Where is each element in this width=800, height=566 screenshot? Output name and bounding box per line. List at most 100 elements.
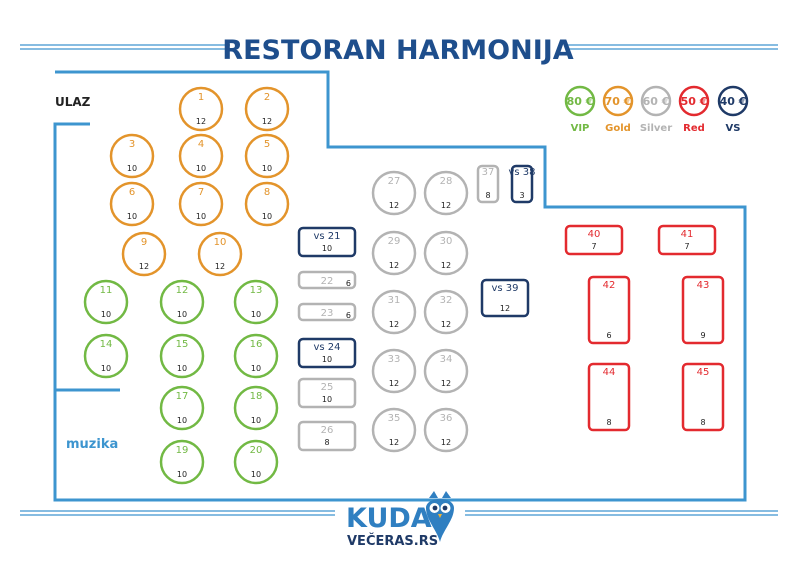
- table-43[interactable]: 439: [681, 275, 725, 345]
- table-seats: 12: [389, 438, 399, 447]
- table-outline: [371, 348, 417, 394]
- table-number: 11: [100, 285, 113, 296]
- table-32[interactable]: 32 12: [423, 289, 469, 335]
- table-number: 3: [129, 139, 135, 150]
- table-45[interactable]: 458: [681, 362, 725, 432]
- table-number: 10: [214, 237, 227, 248]
- table-number: 19: [176, 445, 189, 456]
- table-outline: [423, 348, 469, 394]
- table-seats: 12: [262, 117, 272, 126]
- table-9[interactable]: 912: [121, 231, 167, 277]
- table-10[interactable]: 10 12: [197, 231, 243, 277]
- table-seats: 12: [139, 262, 149, 271]
- brand-domain: VEČERAS.RS: [347, 533, 438, 549]
- table-outline: [681, 362, 725, 432]
- table-number: 34: [440, 354, 453, 365]
- table-seats: 10: [322, 244, 332, 253]
- legend-swatch: [678, 85, 710, 117]
- table-seats: 10: [177, 470, 187, 479]
- table-1[interactable]: 112: [178, 86, 224, 132]
- table-outline: [587, 275, 631, 345]
- table-seats: 8: [606, 418, 611, 427]
- table-vs38[interactable]: vs 383: [508, 164, 536, 204]
- table-outline: [423, 407, 469, 453]
- table-seats: 12: [441, 320, 451, 329]
- table-outline: [159, 333, 205, 379]
- table-outline: [423, 230, 469, 276]
- table-8[interactable]: 810: [244, 181, 290, 227]
- legend-name: Silver: [640, 123, 672, 134]
- table-seats: 12: [215, 262, 225, 271]
- table-seats: 10: [196, 164, 206, 173]
- owl-pin-icon: [426, 491, 454, 542]
- table-outline: [476, 164, 500, 204]
- table-7[interactable]: 710: [178, 181, 224, 227]
- legend-name: Gold: [605, 123, 631, 134]
- table-26[interactable]: 268: [297, 420, 357, 452]
- table-outline: [297, 420, 357, 452]
- table-number: 45: [697, 367, 710, 378]
- table-2[interactable]: 212: [244, 86, 290, 132]
- table-number: 32: [440, 295, 453, 306]
- table-41[interactable]: 417: [657, 224, 717, 256]
- table-seats: 6: [346, 311, 351, 320]
- table-outline: [244, 86, 290, 132]
- table-outline: [233, 279, 279, 325]
- table-4[interactable]: 410: [178, 133, 224, 179]
- legend-price: 40 €: [720, 95, 747, 108]
- legend-item-silver: 60 €Silver: [640, 85, 672, 134]
- table-outline: [159, 385, 205, 431]
- table-number: 41: [681, 229, 694, 240]
- footer-lines: [20, 510, 778, 516]
- table-number: 29: [388, 236, 401, 247]
- table-outline: [371, 289, 417, 335]
- table-number: 16: [250, 339, 263, 350]
- table-5[interactable]: 510: [244, 133, 290, 179]
- legend-name: VS: [726, 123, 741, 134]
- table-number: 7: [198, 187, 204, 198]
- table-outline: [297, 226, 357, 258]
- table-3[interactable]: 310: [109, 133, 155, 179]
- table-outline: [159, 279, 205, 325]
- table-outline: [587, 362, 631, 432]
- table-seats: 10: [127, 212, 137, 221]
- table-6[interactable]: 610: [109, 181, 155, 227]
- table-seats: 12: [196, 117, 206, 126]
- table-number: 13: [250, 285, 263, 296]
- table-seats: 10: [177, 416, 187, 425]
- table-37[interactable]: 378: [476, 164, 500, 204]
- table-seats: 10: [262, 212, 272, 221]
- table-40[interactable]: 407: [564, 224, 624, 256]
- table-44[interactable]: 448: [587, 362, 631, 432]
- walls: [53, 70, 747, 502]
- table-number: 28: [440, 176, 453, 187]
- table-42[interactable]: 426: [587, 275, 631, 345]
